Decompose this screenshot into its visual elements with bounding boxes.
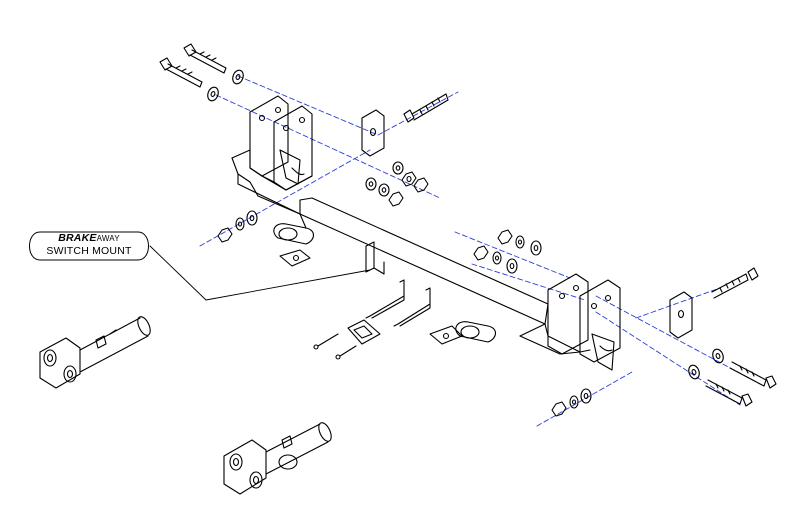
hardware-bottom-right [551,388,592,417]
bolt-right-upper [711,267,759,299]
right-bracket-plates [547,273,621,371]
left-chain-loop [273,213,315,267]
callout-leader [149,245,371,301]
washer-top-left-2 [207,86,219,102]
spacer-plate-right [669,291,693,339]
spacer-plate-top [361,109,385,157]
bolt-top-left-1 [183,43,227,74]
bracket-small-plate [313,319,381,360]
switch-mount-tab [365,241,385,275]
callout-line2-text: SWITCH MOUNT [46,245,132,257]
hardware-center-upper [365,161,429,207]
washer-top-left-1 [232,69,244,85]
hardware-left [217,210,258,243]
hardware-right-center [473,229,542,274]
bolt-right-lower-1 [712,348,777,389]
lower-mounting-rods [365,279,431,327]
callout-bubble [29,231,149,261]
bolt-top-left-2 [159,57,203,88]
callout-away-text: AWAY [96,234,120,243]
main-cross-tube [231,149,591,355]
left-bracket-plates [249,95,313,191]
bolt-top-center [403,93,449,123]
tow-clevis-bottom [223,422,332,495]
tow-clevis-left [39,316,151,389]
brakeaway-switch-mount-label: BRAKEAWAY SWITCH MOUNT [28,229,150,263]
right-chain-loop [429,321,497,345]
bolt-right-lower-2 [688,364,753,407]
callout-brake-text: BRAKE [58,232,97,244]
